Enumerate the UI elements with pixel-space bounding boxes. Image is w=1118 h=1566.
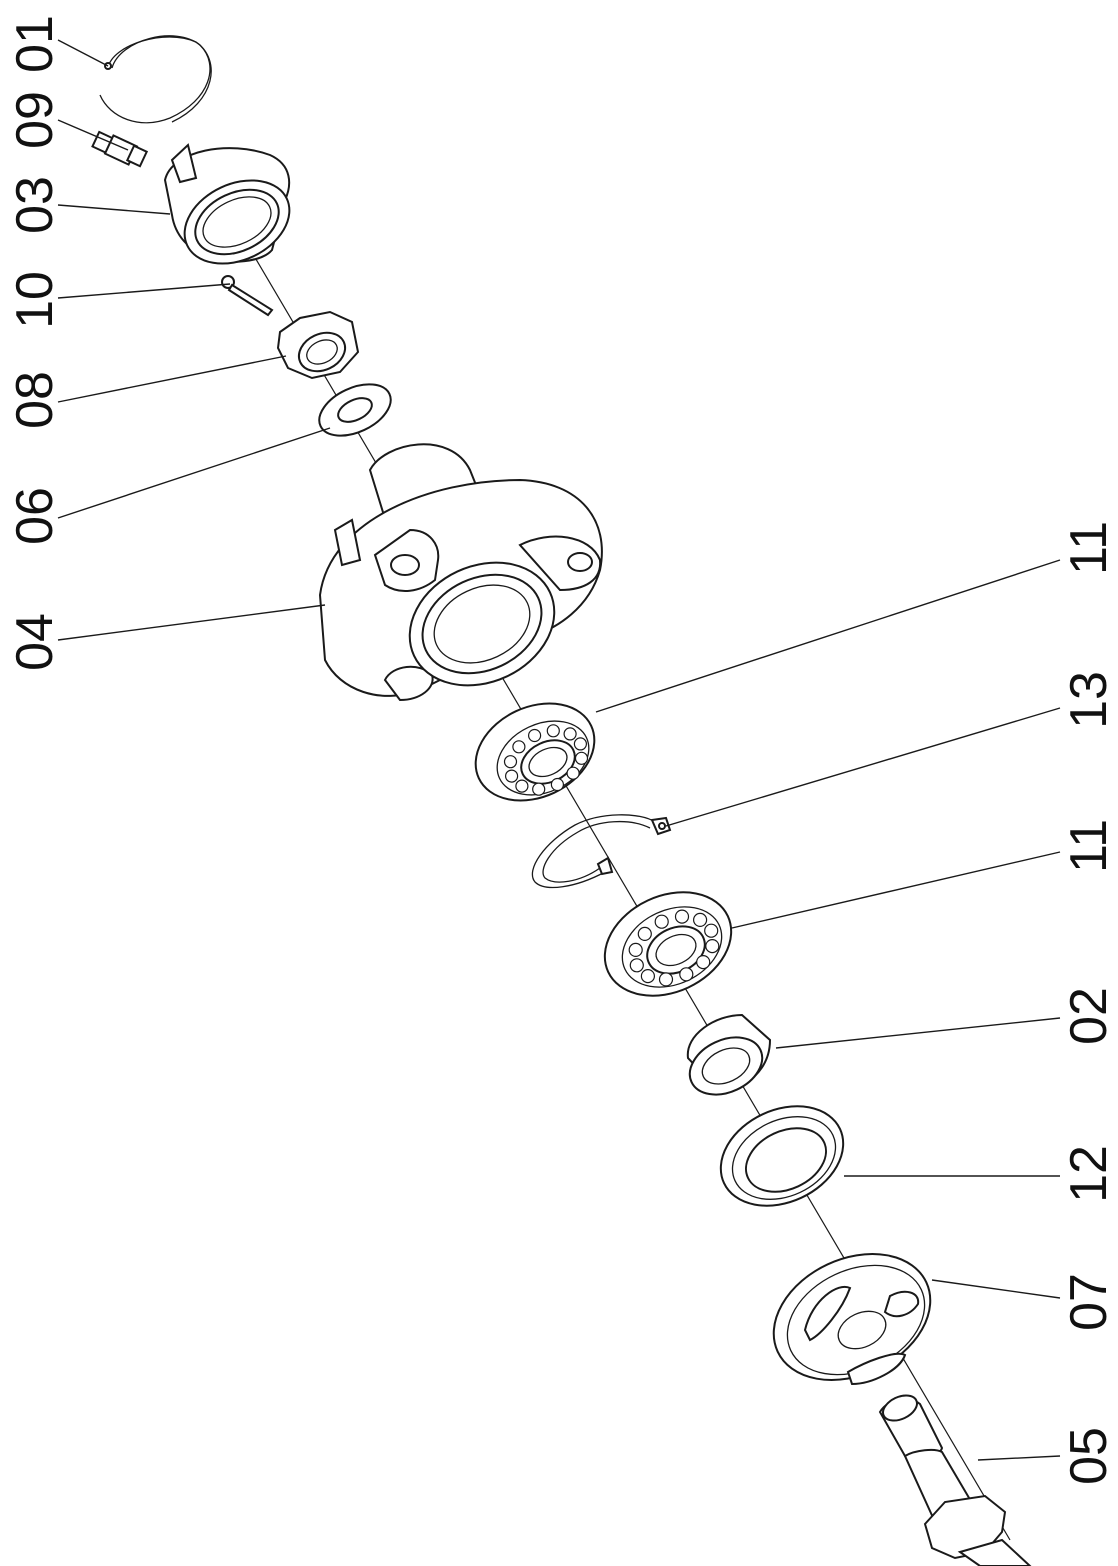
label-10: 10 <box>6 271 64 329</box>
bearing-ball <box>503 755 518 769</box>
label-13: 13 <box>1060 671 1118 729</box>
label-11-lower: 11 <box>1060 819 1118 873</box>
bearing-balls-upper <box>503 724 589 796</box>
bearing-ball <box>705 938 720 954</box>
bearing-ball <box>566 766 580 780</box>
bearing-ball <box>550 777 565 792</box>
bearing-ball <box>527 728 542 743</box>
bearing-ball <box>563 727 577 741</box>
label-01: 01 <box>6 15 64 73</box>
bearing-ball <box>505 769 519 783</box>
bearing-ball <box>628 942 643 958</box>
bearing-ball <box>704 923 719 938</box>
part-01-retaining-ring <box>99 35 212 124</box>
bearing-ball <box>574 751 589 765</box>
part-02-spacer-bush <box>686 1013 772 1096</box>
part-06-washer <box>318 383 392 437</box>
part-11-bearing-upper <box>474 702 596 802</box>
part-12-seal-ring <box>719 1105 845 1207</box>
bearing-ball <box>546 724 560 738</box>
part-11-bearing-lower <box>603 891 733 997</box>
label-07: 07 <box>1060 1273 1118 1331</box>
bearing-ball <box>696 954 711 970</box>
bearing-ball <box>674 909 690 924</box>
label-04: 04 <box>6 613 64 671</box>
bearing-ball <box>532 782 546 796</box>
part-04-flanged-housing <box>318 443 603 702</box>
leader-lines <box>57 39 1061 1461</box>
part-10-split-pin <box>221 275 274 317</box>
part-09-grease-nipple <box>91 130 149 168</box>
bearing-ball <box>640 968 656 984</box>
bearing-ball <box>692 912 708 928</box>
label-08: 08 <box>6 371 64 429</box>
label-06: 06 <box>6 487 64 545</box>
label-03: 03 <box>6 176 64 234</box>
bearing-balls-lower <box>628 909 720 987</box>
part-labels: 01 09 03 10 08 06 04 11 13 11 02 12 07 0… <box>6 15 1118 1485</box>
bearing-ball <box>637 926 652 942</box>
part-07-cover-disc <box>772 1253 932 1386</box>
label-02: 02 <box>1060 987 1118 1045</box>
bearing-ball <box>658 972 674 987</box>
label-11-upper: 11 <box>1060 521 1118 575</box>
bearing-ball <box>629 958 644 973</box>
bearing-ball <box>654 914 669 929</box>
part-08-castle-nut <box>276 310 360 380</box>
part-05-stub-shaft <box>878 1394 1032 1566</box>
bearing-ball <box>573 737 588 751</box>
label-09: 09 <box>6 91 64 149</box>
part-13-circlip <box>531 814 672 889</box>
label-12: 12 <box>1060 1145 1118 1203</box>
bearing-ball <box>679 967 694 982</box>
bearing-ball <box>515 779 529 793</box>
part-03-bearing-cap <box>163 143 291 265</box>
label-05: 05 <box>1060 1427 1118 1485</box>
bearing-ball <box>512 740 526 754</box>
